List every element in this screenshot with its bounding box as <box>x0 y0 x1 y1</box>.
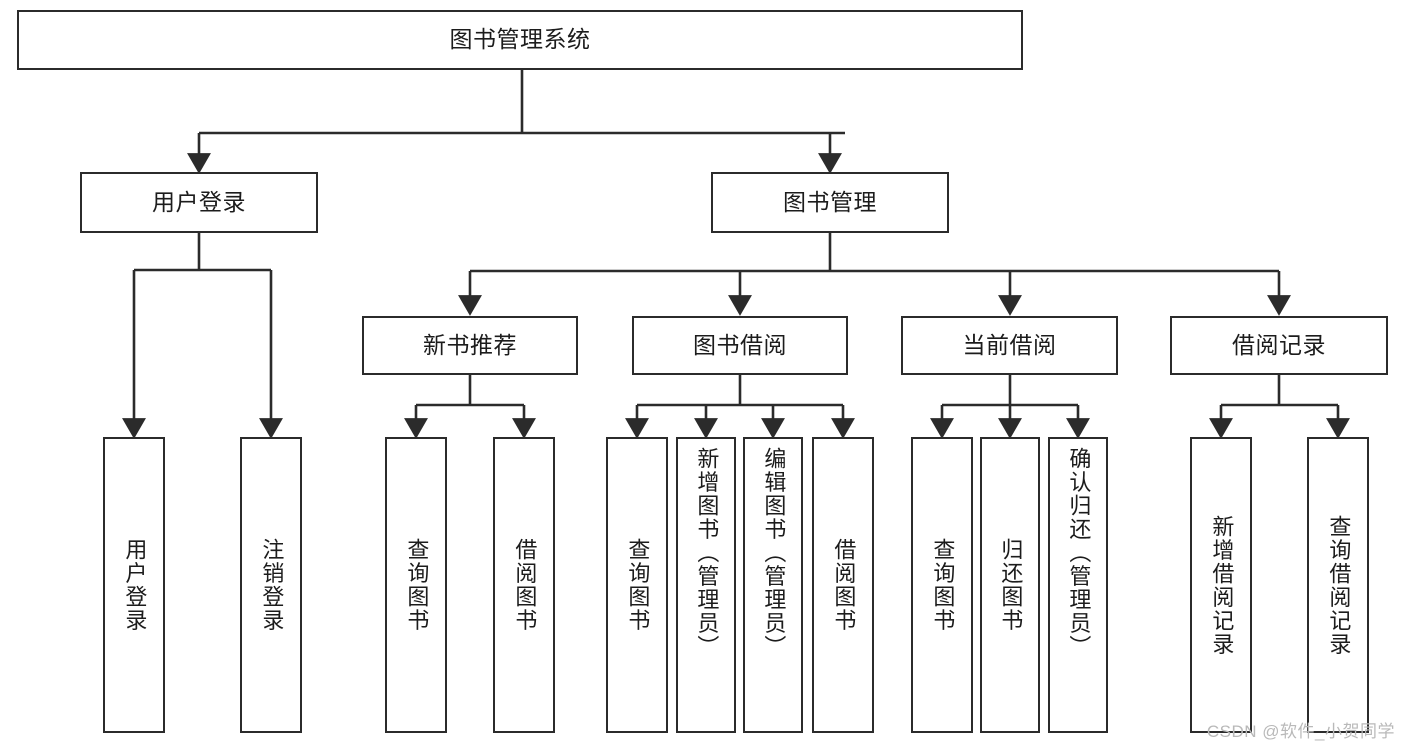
node-leaf-user-logout[interactable]: 注销登录 <box>240 437 302 733</box>
node-leaf-query-book-3-label: 查询图书 <box>930 538 956 632</box>
node-current-borrow-label: 当前借阅 <box>962 331 1057 358</box>
node-root[interactable]: 图书管理系统 <box>17 10 1023 70</box>
node-leaf-return-book[interactable]: 归还图书 <box>980 437 1040 733</box>
node-leaf-user-login-label: 用户登录 <box>122 538 148 632</box>
node-leaf-confirm-return[interactable]: 确认归还（管理员） <box>1048 437 1108 733</box>
node-leaf-add-book-label: 新增图书（管理员） <box>694 447 720 659</box>
node-user-login-label: 用户登录 <box>152 188 246 215</box>
node-leaf-confirm-return-label: 确认归还（管理员） <box>1066 447 1092 659</box>
node-book-manage-label: 图书管理 <box>783 188 877 215</box>
node-new-book-rec[interactable]: 新书推荐 <box>362 316 578 375</box>
node-leaf-edit-book[interactable]: 编辑图书（管理员） <box>743 437 803 733</box>
node-borrow-record-label: 借阅记录 <box>1232 331 1326 358</box>
node-leaf-borrow-book-2[interactable]: 借阅图书 <box>812 437 874 733</box>
node-leaf-user-login[interactable]: 用户登录 <box>103 437 165 733</box>
node-leaf-edit-book-label: 编辑图书（管理员） <box>761 447 787 659</box>
node-leaf-query-record-label: 查询借阅记录 <box>1326 514 1352 656</box>
node-leaf-borrow-book-1[interactable]: 借阅图书 <box>493 437 555 733</box>
node-borrow-record[interactable]: 借阅记录 <box>1170 316 1388 375</box>
node-book-borrow[interactable]: 图书借阅 <box>632 316 848 375</box>
node-leaf-query-book-2[interactable]: 查询图书 <box>606 437 668 733</box>
node-leaf-query-book-3[interactable]: 查询图书 <box>911 437 973 733</box>
node-leaf-query-book-2-label: 查询图书 <box>625 538 651 632</box>
node-root-label: 图书管理系统 <box>449 26 591 53</box>
node-leaf-query-record[interactable]: 查询借阅记录 <box>1307 437 1369 733</box>
node-book-manage[interactable]: 图书管理 <box>711 172 949 233</box>
node-leaf-return-book-label: 归还图书 <box>998 538 1024 632</box>
node-leaf-add-book[interactable]: 新增图书（管理员） <box>676 437 736 733</box>
csdn-watermark: CSDN @软件_小贺同学 <box>1206 722 1395 741</box>
node-book-borrow-label: 图书借阅 <box>693 331 787 358</box>
node-leaf-query-book-1-label: 查询图书 <box>404 538 430 632</box>
node-leaf-add-record[interactable]: 新增借阅记录 <box>1190 437 1252 733</box>
node-leaf-add-record-label: 新增借阅记录 <box>1209 514 1235 656</box>
node-user-login[interactable]: 用户登录 <box>80 172 318 233</box>
node-leaf-user-logout-label: 注销登录 <box>259 538 285 632</box>
node-leaf-borrow-book-2-label: 借阅图书 <box>831 538 857 632</box>
node-leaf-borrow-book-1-label: 借阅图书 <box>512 538 538 632</box>
node-new-book-rec-label: 新书推荐 <box>423 331 517 358</box>
node-current-borrow[interactable]: 当前借阅 <box>901 316 1118 375</box>
node-leaf-query-book-1[interactable]: 查询图书 <box>385 437 447 733</box>
